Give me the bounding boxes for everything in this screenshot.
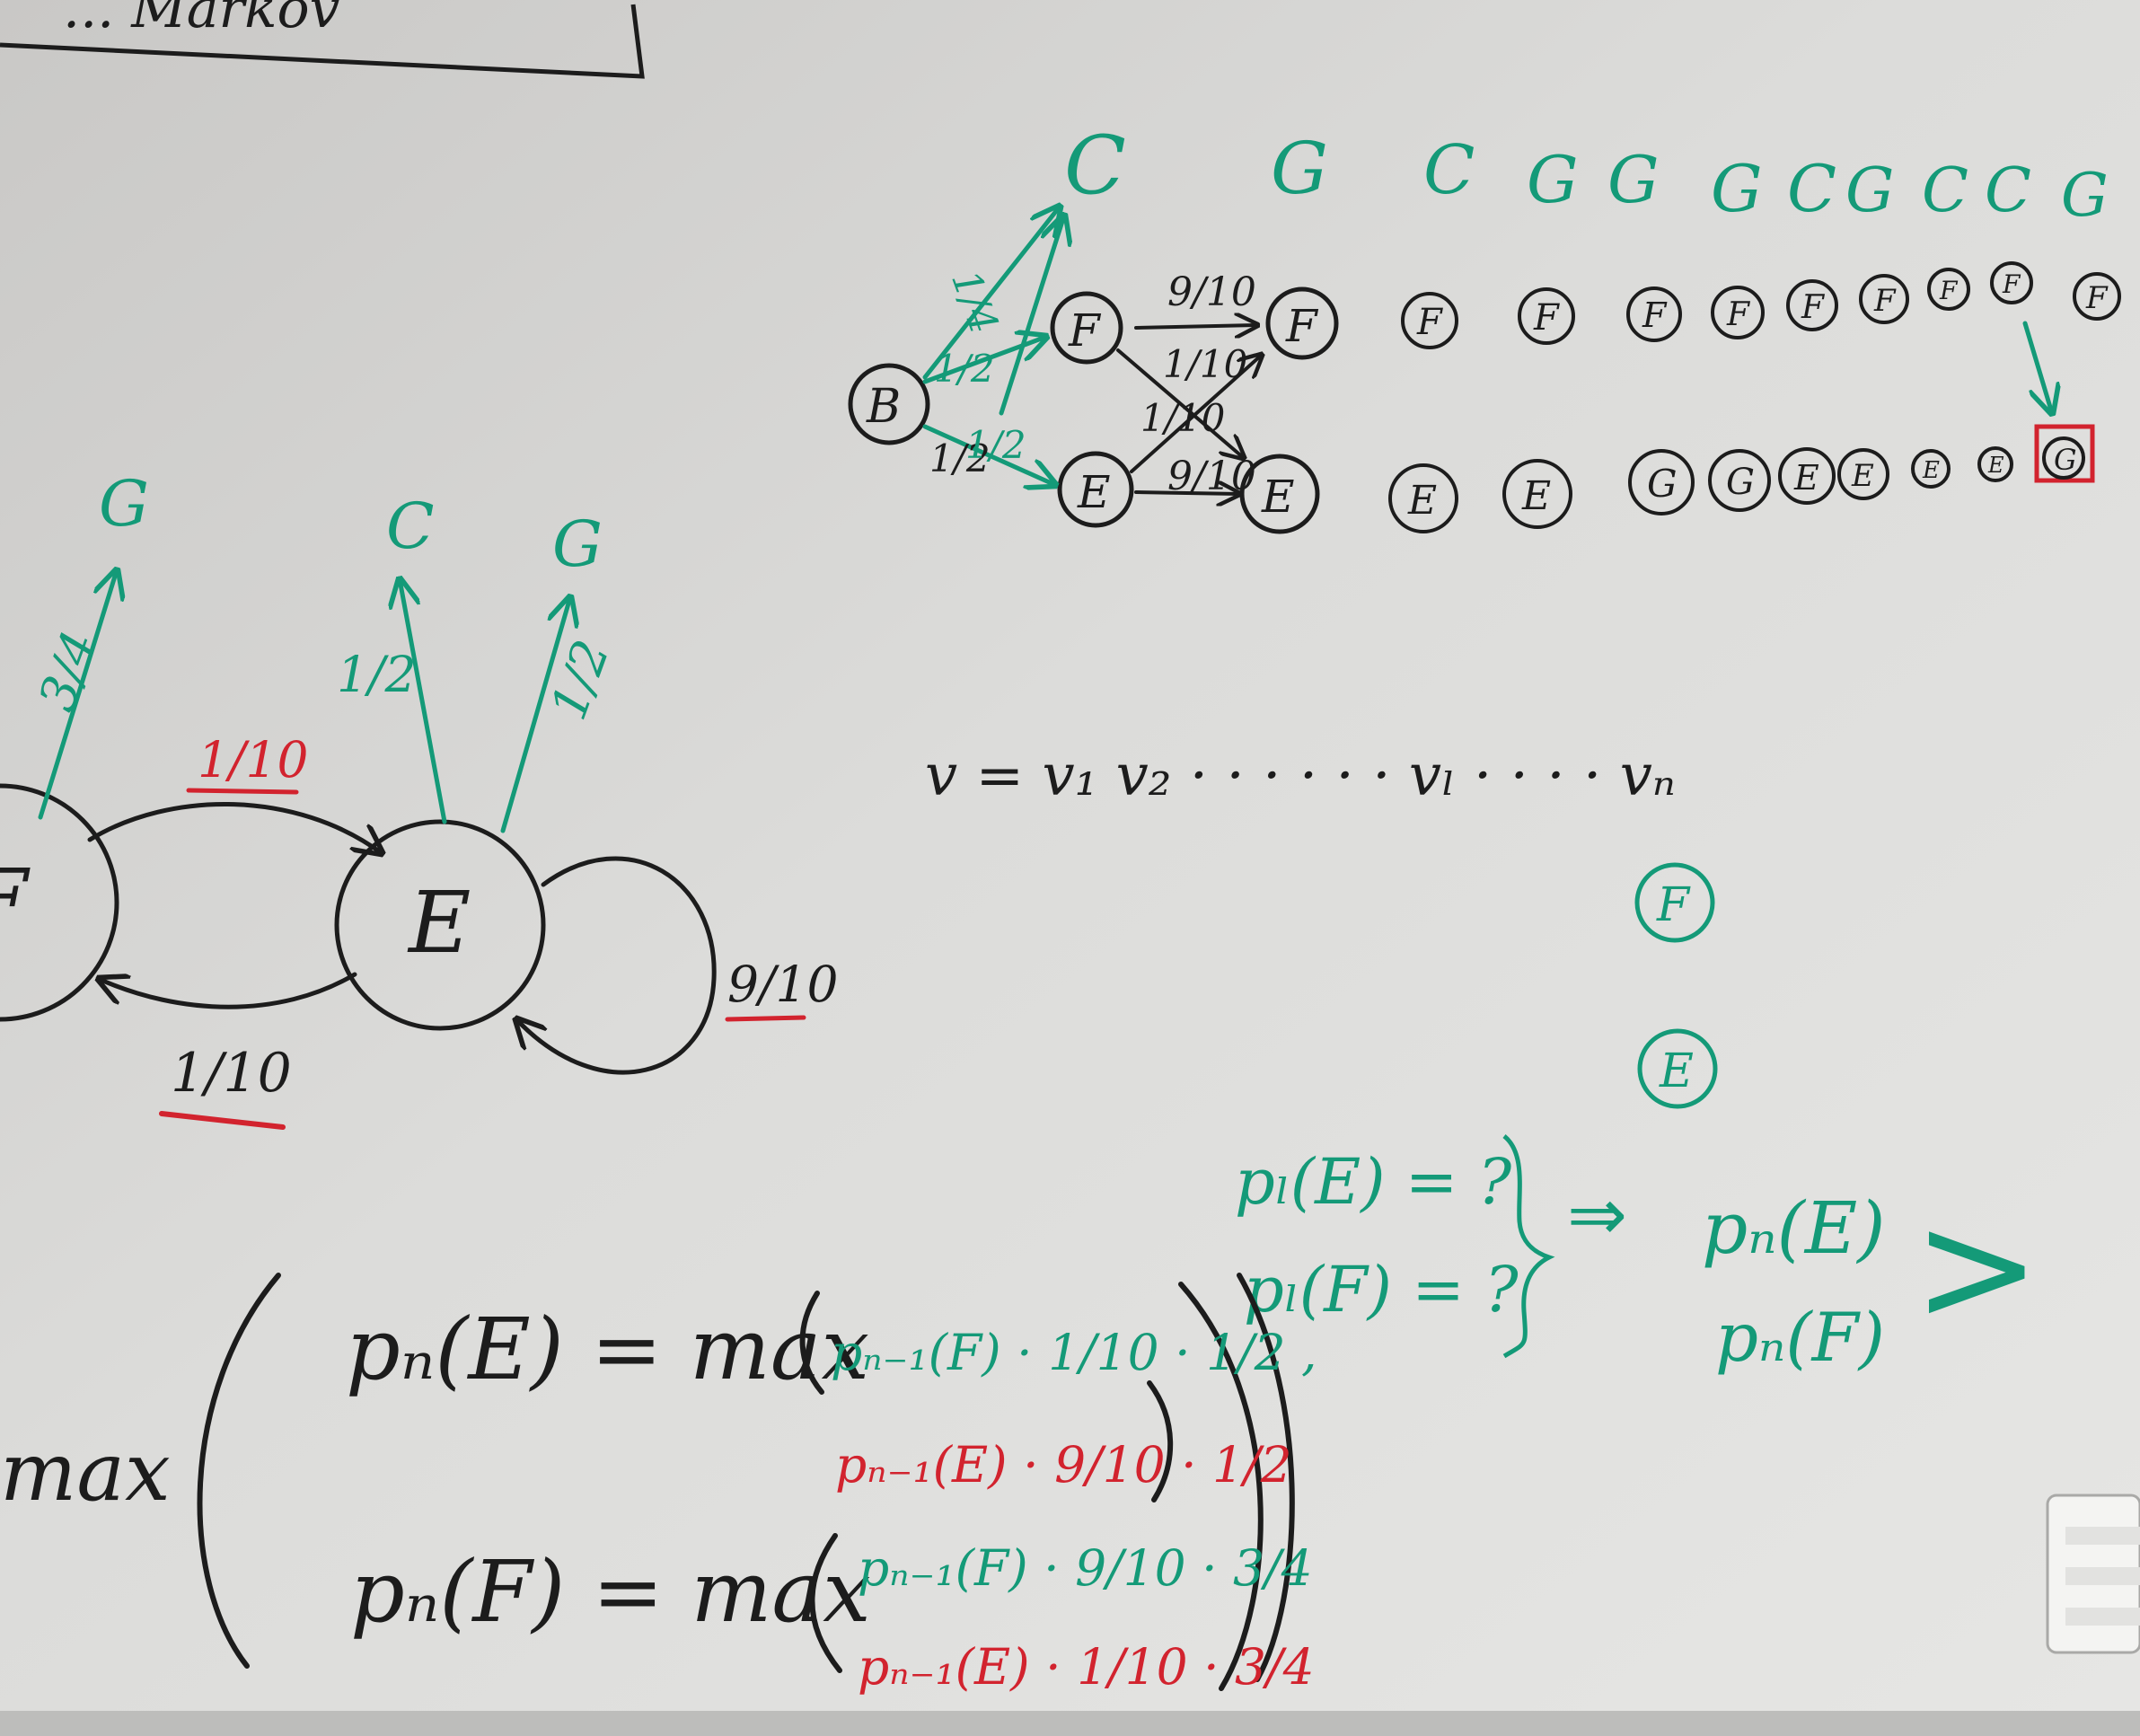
obs-7: G [1845, 155, 1894, 226]
compare-sign: > [1913, 1179, 2040, 1357]
underline-E-self [725, 1015, 806, 1022]
header-box: ... Markov [0, 0, 645, 79]
trellis-E-row: E E E E G G E E E E G [1077, 436, 2085, 533]
top-state-0: F [1068, 304, 1102, 357]
arrow-E-self [516, 856, 717, 1075]
bottom-state-1: E [1261, 471, 1295, 523]
top-state-6: F [1801, 289, 1826, 326]
emission-E-C: C [386, 489, 435, 563]
obs-9: C [1985, 155, 2031, 226]
state-F-label: F [0, 851, 31, 950]
arrow-F-to-E [87, 802, 382, 853]
curly-brace [1502, 1134, 1555, 1359]
seq-F-label: F [1656, 878, 1691, 932]
top-state-10: F [2085, 280, 2109, 316]
top-state-8: F [1939, 276, 1959, 305]
emission-F-G: G [99, 467, 149, 541]
arrow-E-to-F [99, 972, 357, 1009]
top-state-5: F [1726, 296, 1751, 333]
pE-term2: pₙ₋₁(E) · 9/10 · 1/2 [835, 1436, 1292, 1494]
bottom-state-6: E [1793, 458, 1819, 498]
pF-term2: pₙ₋₁(E) · 1/10 · 3/4 [858, 1638, 1315, 1696]
obs-6: C [1787, 151, 1836, 226]
left-max-word: max [0, 1425, 171, 1520]
bottom-state-8: E [1922, 457, 1940, 484]
top-state-3: F [1533, 297, 1560, 339]
top-state-1: F [1285, 300, 1319, 352]
questions-block: pₗ(E) = ? pₗ(F) = ? ⇒ pₙ(E) pₙ(F) > [1235, 1134, 2040, 1377]
observation-row: C G C G G G C G C C G [1064, 119, 2109, 230]
pn-F: pₙ(F) [1715, 1298, 1885, 1377]
highlight-box [2034, 424, 2095, 483]
question-pE: pₗ(E) = ? [1235, 1145, 1512, 1219]
bottom-state-4: G [1647, 462, 1678, 506]
seq-E-label: E [1659, 1044, 1694, 1098]
obs-2: C [1423, 130, 1475, 209]
trellis-label-ef: 1/10 [1140, 396, 1225, 440]
trellis-edges [848, 207, 2095, 534]
bottom-state-10: G [2054, 443, 2077, 477]
top-state-9: F [2002, 269, 2021, 299]
trellis-label-ff: 9/10 [1167, 269, 1256, 315]
trellis-F1-circle [1050, 291, 1123, 365]
eraser-holder [2046, 1494, 2140, 1654]
emit-F-G [38, 570, 117, 820]
obs-10: G [2061, 161, 2109, 230]
sequence-line: v = v₁ v₂ · · · · · · vₗ · · · · vₙ [925, 743, 1676, 809]
left-state-diagram [0, 570, 806, 1130]
prob-F-to-E: 1/10 [198, 731, 309, 789]
emit-E-G [500, 597, 570, 833]
emission-E-G: G [552, 507, 603, 581]
begin-label: B [866, 380, 901, 434]
obs-5: G [1711, 151, 1763, 226]
prob-E-C: 1/2 [337, 646, 417, 703]
header-text: ... Markov [63, 0, 340, 40]
top-state-4: F [1642, 295, 1668, 335]
trellis-label-ee: 9/10 [1167, 454, 1256, 499]
bottom-state-2: E [1407, 478, 1437, 524]
state-E-circle [334, 819, 546, 1031]
state-E-label: E [407, 874, 471, 973]
pF-term1: pₙ₋₁(F) · 9/10 · 3/4 [858, 1539, 1313, 1597]
seq-E-circle [1637, 1028, 1718, 1109]
trellis-label-c-mid: 1/2 [965, 423, 1026, 467]
begin-circle [848, 363, 930, 445]
seq-F-circle [1634, 862, 1715, 943]
pE-term1: pₙ₋₁(F) · 1/10 · 1/2 , [831, 1324, 1317, 1381]
pE-lhs: pₙ(E) = max [346, 1300, 869, 1399]
obs-8: C [1922, 155, 1968, 226]
obs-4: G [1607, 142, 1660, 217]
bottom-state-7: E [1851, 458, 1874, 494]
obs-0: C [1064, 119, 1126, 213]
top-state-7: F [1873, 283, 1897, 319]
underline-F-to-E [186, 788, 299, 795]
bottom-state-0: E [1077, 466, 1111, 518]
trellis-F2-circle [1265, 286, 1339, 360]
bottom-state-9: E [1987, 453, 2004, 478]
emit-E-C [400, 579, 447, 824]
trellis-F-row: F F F F F F F F F F F [1068, 261, 2121, 357]
pn-E: pₙ(E) [1702, 1186, 1885, 1270]
bottom-state-3: E [1521, 473, 1551, 519]
obs-3: G [1527, 142, 1579, 217]
pF-lhs: pₙ(F) = max [350, 1543, 871, 1642]
trellis-label-b-e: 1/2 [929, 436, 991, 480]
underline-E-to-F [159, 1111, 286, 1130]
implies-arrow: ⇒ [1567, 1173, 1627, 1256]
obs-1: G [1271, 127, 1328, 210]
top-state-2: F [1416, 302, 1443, 343]
trellis-label-b-f: 1/2 [934, 347, 995, 391]
board-bottom-edge [0, 1711, 2140, 1736]
question-pF: pₗ(F) = ? [1244, 1253, 1519, 1326]
state-F-circle [0, 783, 119, 1022]
recurrence-block [197, 1273, 1295, 1691]
trellis-label-fe: 1/10 [1163, 342, 1247, 386]
prob-E-to-F: 1/10 [171, 1042, 292, 1105]
bottom-state-5: G [1726, 462, 1755, 503]
prob-E-self: 9/10 [727, 956, 839, 1013]
